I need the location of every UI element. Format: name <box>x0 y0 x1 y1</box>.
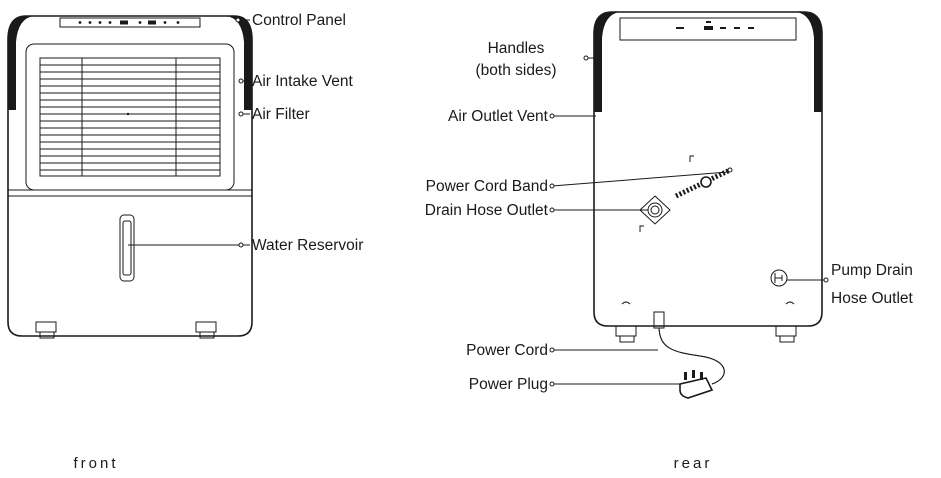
labels: Control Panel Air Intake Vent Air Filter… <box>73 12 913 472</box>
label-air-outlet-vent: Air Outlet Vent <box>448 108 549 125</box>
label-drain-hose-outlet: Drain Hose Outlet <box>425 202 549 219</box>
power-cord-band <box>674 167 733 199</box>
label-power-cord-band: Power Cord Band <box>426 178 548 195</box>
caption-front: front <box>73 455 118 472</box>
front-unit <box>7 15 253 339</box>
pump-drain-outlet <box>770 269 788 287</box>
label-power-cord: Power Cord <box>466 342 548 359</box>
front-feet <box>35 321 217 339</box>
power-cord <box>653 311 725 385</box>
label-power-plug: Power Plug <box>469 376 548 393</box>
reservoir-handle <box>119 214 135 282</box>
rear-feet <box>615 325 797 343</box>
caption-rear: rear <box>674 455 713 472</box>
label-hose-outlet: Hose Outlet <box>831 290 914 307</box>
label-handles: Handles <box>488 40 545 57</box>
label-air-filter: Air Filter <box>252 106 310 123</box>
label-control-panel: Control Panel <box>252 12 346 29</box>
label-water-reservoir: Water Reservoir <box>252 237 363 254</box>
label-pump-drain: Pump Drain <box>831 262 913 279</box>
label-handles-both-sides: (both sides) <box>476 62 557 79</box>
power-plug <box>679 370 714 399</box>
rear-unit <box>593 11 823 399</box>
front-control-panel <box>59 17 201 28</box>
label-air-intake-vent: Air Intake Vent <box>252 73 354 90</box>
air-intake-grille <box>39 57 221 177</box>
callout-lines <box>128 17 829 387</box>
